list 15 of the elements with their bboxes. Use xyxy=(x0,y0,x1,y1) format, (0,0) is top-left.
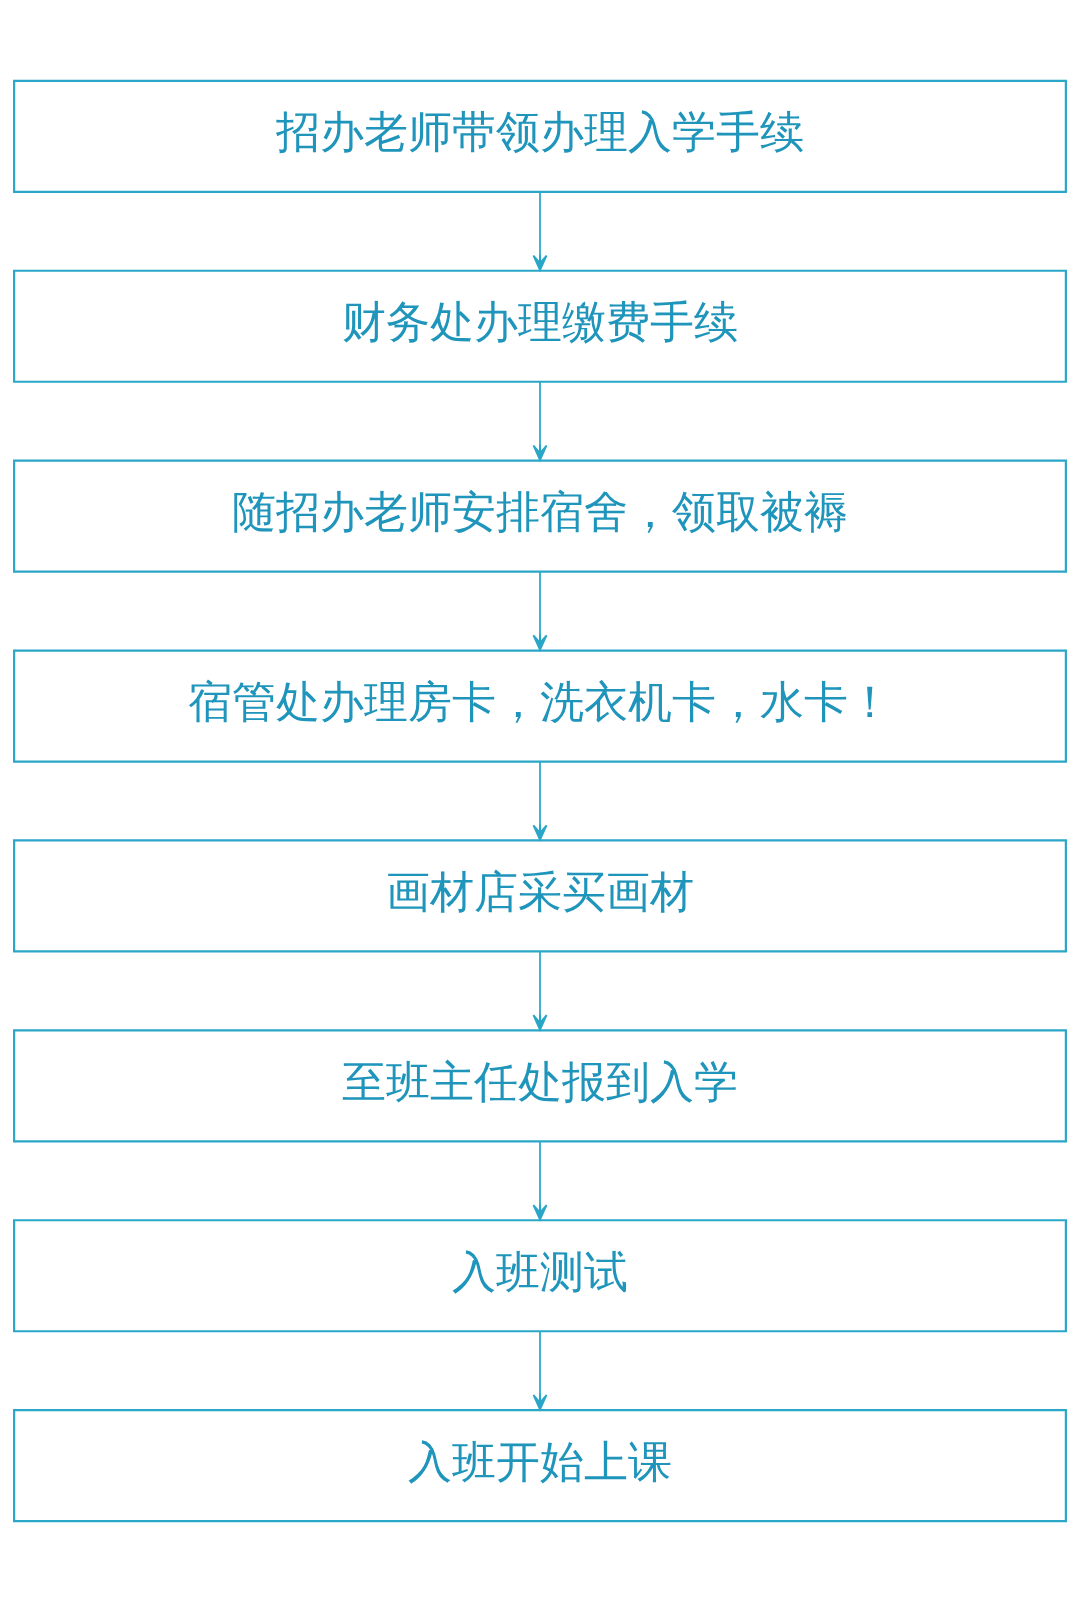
node-box: 至班主任处报到入学 xyxy=(13,1029,1067,1143)
node-box: 画材店采买画材 xyxy=(13,839,1067,953)
arrow xyxy=(532,950,548,1031)
node-box: 财务处办理缴费手续 xyxy=(13,269,1067,383)
node-box: 入班开始上课 xyxy=(13,1409,1067,1523)
node-box: 入班测试 xyxy=(13,1219,1067,1333)
arrow xyxy=(532,1330,548,1411)
arrow xyxy=(532,570,548,651)
node-box: 宿管处办理房卡，洗衣机卡，水卡！ xyxy=(13,649,1067,763)
arrow xyxy=(532,760,548,841)
arrow xyxy=(532,191,548,272)
arrow xyxy=(532,380,548,461)
node-box: 随招办老师安排宿舍，领取被褥 xyxy=(13,459,1067,573)
node-box: 招办老师带领办理入学手续 xyxy=(13,79,1067,193)
arrow xyxy=(532,1140,548,1221)
